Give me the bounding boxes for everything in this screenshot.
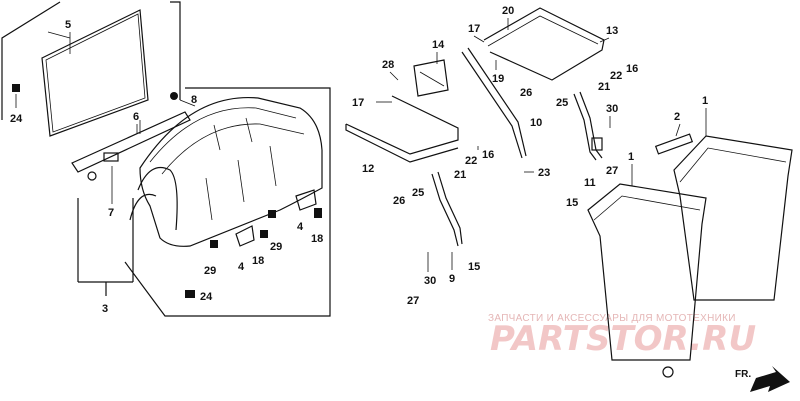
callout-22b: 22 [610,70,622,82]
callout-8: 8 [191,94,197,106]
callout-9: 9 [449,273,455,285]
lever-11 [573,91,603,161]
callout-18a: 18 [252,255,264,267]
assembly-bracket-3 [1,1,331,317]
callout-1a: 1 [702,95,708,107]
callout-27b: 27 [606,165,618,177]
callout-17a: 17 [352,97,364,109]
callout-7: 7 [108,207,114,219]
bag-cover [129,96,323,247]
front-direction-arrow: FR. [735,366,790,392]
callout-24a: 24 [10,113,23,125]
callout-25a: 25 [412,187,424,199]
fasteners [12,84,322,298]
callout-10: 10 [530,117,542,129]
callout-15a: 15 [468,261,480,273]
callout-21b: 21 [598,81,610,93]
callout-29a: 29 [204,265,216,277]
callout-16a: 16 [482,149,494,161]
callout-15b: 15 [566,197,578,209]
bracket-14 [413,59,449,97]
callout-20: 20 [502,5,514,17]
callout-11: 11 [584,177,596,189]
rod-10 [461,47,527,159]
callout-16b: 16 [626,63,638,75]
callout-3: 3 [102,303,108,315]
callout-19: 19 [492,73,504,85]
callout-18b: 18 [311,233,323,245]
callout-13: 13 [606,25,618,37]
frame-12 [345,95,459,163]
leader-lines [15,18,707,272]
callout-17b: 17 [468,23,480,35]
screen-mesh-5 [41,9,149,137]
callout-12: 12 [362,163,374,175]
grass-bag-rear [673,135,793,301]
callout-14: 14 [432,39,445,51]
callout-4b: 4 [297,221,304,233]
callout-4a: 4 [238,261,245,273]
callout-28: 28 [382,59,394,71]
callout-24b: 24 [200,291,213,303]
handle-2 [654,133,694,155]
callout-23: 23 [538,167,550,179]
callout-5: 5 [65,19,71,31]
strip-6-7 [71,111,191,173]
callout-6: 6 [133,111,139,123]
front-direction-label: FR. [735,369,751,380]
rod-9 [431,171,463,247]
watermark-tagline: ЗАПЧАСТИ И АКСЕССУАРЫ ДЛЯ МОТОТЕХНИКИ [488,313,736,324]
callout-1b: 1 [628,151,634,163]
callout-labels: 5 24 8 6 7 3 24 29 4 18 29 4 18 28 17 14… [10,5,708,315]
callout-21a: 21 [454,169,466,181]
frame-13 [483,7,605,81]
callout-22a: 22 [465,155,477,167]
grass-bag-front [587,183,707,378]
callout-29b: 29 [270,241,282,253]
callout-27a: 27 [407,295,419,307]
callout-30a: 30 [424,275,436,287]
callout-26a: 26 [393,195,405,207]
callout-25b: 25 [556,97,568,109]
callout-30b: 30 [606,103,618,115]
callout-2: 2 [674,111,680,123]
callout-26b: 26 [520,87,532,99]
watermark-brand: PARTSTOR.RU [490,319,756,359]
